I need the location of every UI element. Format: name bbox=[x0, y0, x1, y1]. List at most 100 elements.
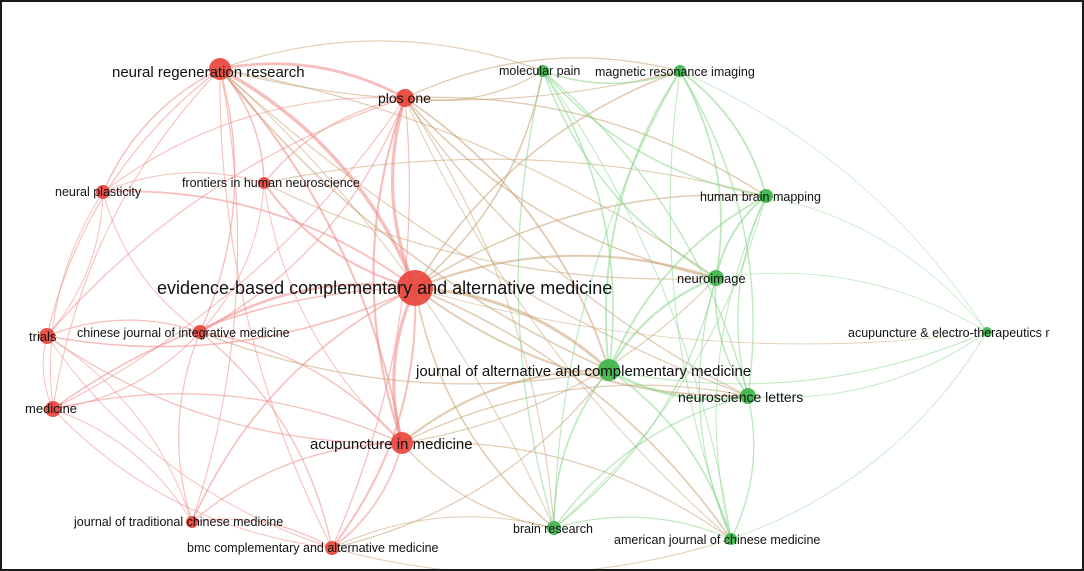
edge-ebcam-hbm bbox=[414, 193, 767, 289]
node-ebcam[interactable] bbox=[397, 270, 433, 306]
edge-nrr-neuroimage bbox=[219, 68, 717, 279]
edge-nrr-cjim bbox=[199, 68, 236, 333]
edge-plosone-neuralplast bbox=[102, 96, 406, 193]
edge-aim-bmccam bbox=[331, 442, 403, 549]
edge-plosone-aim bbox=[372, 97, 407, 444]
node-nrr[interactable] bbox=[209, 58, 231, 80]
node-aim[interactable] bbox=[391, 432, 413, 454]
edge-fhn-hbm bbox=[263, 158, 767, 197]
edge-ebcam-brainres bbox=[414, 287, 555, 529]
node-label-jtcm: journal of traditional chinese medicine bbox=[73, 515, 283, 529]
edge-jacm-molpain bbox=[542, 70, 614, 371]
edge-nrr-jtcm bbox=[191, 68, 239, 523]
edge-molpain-mri bbox=[542, 70, 681, 85]
edge-cjim-jacm bbox=[199, 331, 610, 385]
edge-aim-medicine bbox=[52, 393, 403, 444]
edge-plosone-molpain bbox=[404, 70, 544, 102]
edge-mri-ajcm bbox=[669, 70, 732, 540]
edge-ebcam-fhn bbox=[263, 182, 416, 289]
node-label-trials: trials bbox=[29, 329, 57, 344]
node-fhn[interactable] bbox=[258, 177, 270, 189]
edge-mri-nsl bbox=[679, 70, 754, 397]
node-label-bmccam: bmc complementary and alternative medici… bbox=[187, 541, 439, 555]
edge-ebcam-bmccam bbox=[331, 287, 417, 549]
edge-ebcam-nrr bbox=[219, 67, 417, 289]
edge-layer bbox=[42, 40, 988, 569]
edge-hbm-ajcm bbox=[715, 195, 767, 540]
node-molpain[interactable] bbox=[537, 65, 549, 77]
edge-jacm-brainres bbox=[553, 369, 610, 529]
edge-hbm-aer bbox=[765, 195, 988, 333]
node-label-ebcam: evidence-based complementary and alterna… bbox=[157, 278, 612, 298]
edge-ebcam-trials bbox=[46, 287, 416, 348]
edge-plosone-ajcm bbox=[404, 97, 732, 540]
edge-cjim-trials bbox=[46, 319, 201, 337]
edge-jacm-ajcm bbox=[608, 369, 732, 540]
edge-molpain-nsl bbox=[542, 70, 749, 397]
edge-hbm-nsl bbox=[737, 195, 767, 397]
node-label-molpain: molecular pain bbox=[499, 64, 580, 78]
edge-plosone-cjim bbox=[199, 97, 406, 333]
edge-nsl-aer bbox=[747, 331, 988, 398]
edge-ebcam-ajcm bbox=[414, 287, 732, 540]
node-neuroimage[interactable] bbox=[708, 270, 724, 286]
node-mri[interactable] bbox=[674, 65, 686, 77]
node-label-neuralplast: neural plasticity bbox=[55, 185, 142, 199]
edge-cjim-neuralplast bbox=[102, 191, 201, 333]
edge-ajcm-aer bbox=[730, 331, 988, 540]
node-label-aim: acupuncture in medicine bbox=[310, 436, 473, 453]
edge-plosone-trials bbox=[46, 97, 406, 337]
node-jtcm[interactable] bbox=[186, 516, 198, 528]
edge-ebcam-neuralplast bbox=[102, 190, 416, 289]
node-trials[interactable] bbox=[39, 328, 55, 344]
edge-neuroimage-aer bbox=[715, 272, 988, 333]
edge-aim-trials bbox=[46, 335, 403, 444]
edge-neuroimage-hbm bbox=[715, 195, 767, 279]
node-neuralplast[interactable] bbox=[96, 185, 110, 199]
node-jacm[interactable] bbox=[598, 359, 620, 381]
edge-hbm-molpain bbox=[542, 70, 767, 197]
edge-plosone-mri bbox=[404, 57, 681, 99]
node-hbm[interactable] bbox=[759, 189, 773, 203]
node-ajcm[interactable] bbox=[725, 533, 737, 545]
edge-hbm-brainres bbox=[553, 195, 767, 529]
node-brainres[interactable] bbox=[547, 521, 561, 535]
edge-jacm-aer bbox=[608, 331, 988, 385]
edge-neuroimage-ajcm bbox=[698, 277, 732, 540]
edge-cjim-jtcm bbox=[178, 331, 201, 523]
node-plosone[interactable] bbox=[396, 89, 414, 107]
edge-jacm-nsl bbox=[608, 368, 749, 401]
node-aer[interactable] bbox=[982, 327, 992, 337]
edge-nrr-molpain bbox=[219, 40, 544, 72]
node-label-mri: magnetic resonance imaging bbox=[595, 65, 755, 79]
edge-ebcam-neuroimage bbox=[414, 254, 717, 290]
node-label-neuroimage: neuroimage bbox=[677, 271, 746, 286]
edge-ebcam-aer bbox=[414, 287, 988, 345]
edge-ebcam-medicine bbox=[52, 287, 416, 410]
node-label-hbm: human brain mapping bbox=[700, 190, 821, 204]
node-nsl[interactable] bbox=[740, 388, 756, 404]
edge-brainres-ajcm bbox=[553, 516, 732, 540]
edge-bmccam-jacm bbox=[331, 369, 610, 549]
edge-fhn-neuroimage bbox=[263, 182, 717, 280]
edge-nrr-bmccam bbox=[219, 68, 333, 549]
edge-neuroimage-mri bbox=[679, 70, 722, 279]
edge-bmccam-brainres bbox=[331, 516, 555, 549]
node-bmccam[interactable] bbox=[325, 541, 339, 555]
edge-neuralplast-trials bbox=[46, 191, 104, 337]
edge-aim-cjim bbox=[199, 331, 403, 444]
edge-neuroimage-molpain bbox=[542, 70, 717, 279]
edge-nrr-nsl bbox=[219, 68, 749, 397]
label-layer: evidence-based complementary and alterna… bbox=[25, 64, 1050, 555]
node-layer bbox=[39, 58, 992, 555]
node-medicine[interactable] bbox=[45, 401, 61, 417]
node-label-plosone: plos one bbox=[378, 90, 431, 106]
edge-neuralplast-medicine bbox=[49, 191, 104, 410]
edge-aim-ajcm bbox=[401, 441, 732, 540]
edge-nrr-plosone bbox=[219, 62, 406, 100]
node-label-brainres: brain research bbox=[513, 522, 593, 536]
node-cjim[interactable] bbox=[193, 325, 207, 339]
edge-mri-aer bbox=[679, 70, 988, 333]
